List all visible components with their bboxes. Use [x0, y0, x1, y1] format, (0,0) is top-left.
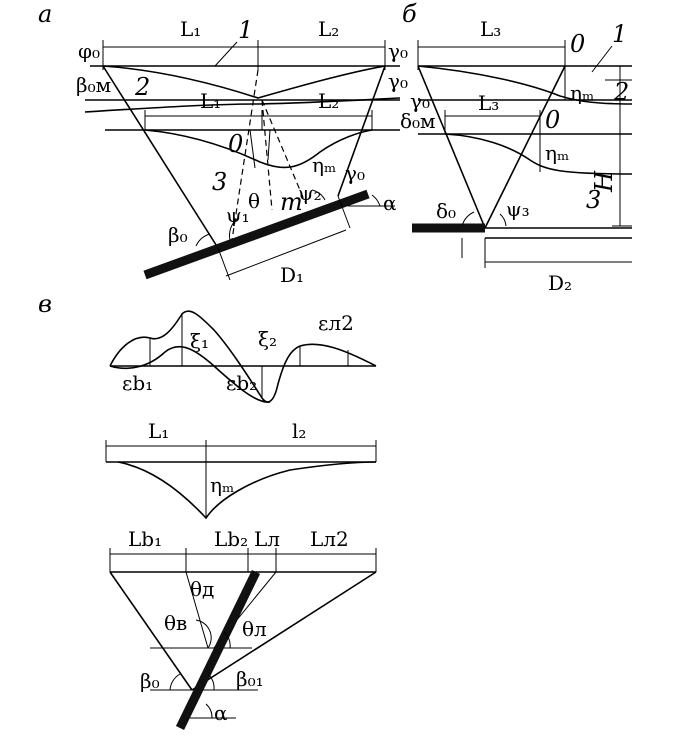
- panel-b: б L₃ 0 1 ηₘ 2 γ₀ δ₀м L₃ 0 ηₘ H 3: [400, 0, 633, 295]
- b-label-psi3: ψ₃: [506, 197, 530, 221]
- v-label-L2: l₂: [292, 419, 306, 443]
- v-label-eps-l2: εл2: [318, 311, 354, 335]
- panel-a: а L₁ L₂ 1 φ₀ γ₀ β₀м 2 γ₀ L₁ L₂ 0 ηₘ: [38, 0, 408, 287]
- a-label-alpha: α: [383, 191, 397, 215]
- v-label-eps-b1: εb₁: [122, 371, 153, 395]
- v-label-xi2: ξ₂: [258, 327, 277, 351]
- b-label-eta-m-top: ηₘ: [570, 81, 594, 105]
- v-boundary-right: [191, 571, 377, 691]
- a-boundary-left: [102, 65, 219, 249]
- v-label-Ll: Lл: [254, 527, 280, 551]
- a-label-beta0m: β₀м: [76, 73, 111, 97]
- b-label-delta0: δ₀: [436, 199, 456, 223]
- v-label-Lb2: Lb₂: [214, 527, 248, 551]
- a-label-gamma0-bot: γ₀: [345, 161, 365, 185]
- b-label-L3-inner: L₃: [478, 91, 499, 115]
- a-label-beta0: β₀: [168, 223, 188, 247]
- v-label-theta-v: θв: [164, 611, 187, 635]
- v-label-theta-l: θл: [242, 617, 267, 641]
- panel-v: в ξ₁ ξ₂ εb₁ εb₂ εл2 L₁ l₂ ηₘ Lb₁ Lb₂: [38, 290, 377, 730]
- v-trough: [117, 461, 377, 520]
- b-label-eta-m-mid: ηₘ: [545, 141, 569, 165]
- b-label-H: H: [590, 170, 618, 193]
- panel-a-letter: а: [38, 0, 52, 28]
- v-label-L1: L₁: [148, 419, 169, 443]
- b-boundary-left: [417, 65, 486, 229]
- b-label-3: 3: [586, 186, 601, 214]
- v-label-Ll2: Lл2: [310, 527, 349, 551]
- b-label-L3: L₃: [480, 17, 501, 41]
- v-label-beta0: β₀: [140, 669, 160, 693]
- a-label-0: 0: [228, 130, 243, 158]
- a-seam: [143, 189, 370, 280]
- a-label-gamma0-mid: γ₀: [388, 69, 408, 93]
- b-label-1: 1: [612, 20, 627, 48]
- b-label-0-mid: 0: [545, 106, 560, 134]
- b-trough-inner: [444, 133, 633, 175]
- b-label-D2: D₂: [548, 271, 572, 295]
- a-label-2: 2: [134, 73, 150, 101]
- a-label-gamma0-top: γ₀: [388, 39, 408, 63]
- a-label-phi0: φ₀: [78, 39, 100, 63]
- a-label-psi2: ψ₂: [298, 181, 322, 205]
- v-label-xi1: ξ₁: [190, 329, 209, 353]
- v-label-eps-b2: εb₂: [226, 371, 257, 395]
- b-label-gamma0: γ₀: [410, 89, 430, 113]
- b-boundary-right: [484, 65, 566, 229]
- b-label-0-top: 0: [570, 30, 585, 58]
- a-trough-surface: [102, 65, 386, 99]
- a-label-L2-inner: L₂: [318, 89, 339, 113]
- v-label-Lb1: Lb₁: [128, 527, 162, 551]
- a-label-m: m: [280, 188, 303, 216]
- b-trough-surface: [417, 65, 633, 105]
- a-label-eta-m: ηₘ: [312, 153, 336, 177]
- panel-b-letter: б: [402, 0, 417, 28]
- a-label-3: 3: [212, 168, 227, 196]
- v-label-theta-d: θд: [190, 577, 214, 601]
- v-boundary-left: [109, 571, 193, 691]
- v-seam: [175, 570, 261, 730]
- a-dim-D1: [225, 229, 347, 277]
- a-label-L2: L₂: [318, 17, 339, 41]
- v-label-eta-m: ηₘ: [210, 473, 234, 497]
- a-label-L1-inner: L₁: [200, 89, 221, 113]
- a-label-psi1: ψ₁: [226, 203, 250, 227]
- a-label-theta: θ: [248, 189, 260, 213]
- b-label-2: 2: [613, 78, 629, 106]
- b-label-delta0m: δ₀м: [400, 109, 436, 133]
- a-label-1: 1: [238, 16, 253, 44]
- panel-v-letter: в: [38, 290, 52, 318]
- v-label-beta01: β₀₁: [236, 667, 264, 691]
- v-curve-lower: [109, 346, 271, 403]
- v-label-alpha: α: [214, 701, 228, 725]
- a-label-D1: D₁: [280, 263, 304, 287]
- a-label-L1: L₁: [180, 17, 201, 41]
- a-trough-inner: [144, 129, 373, 169]
- a-boundary-right: [337, 65, 386, 197]
